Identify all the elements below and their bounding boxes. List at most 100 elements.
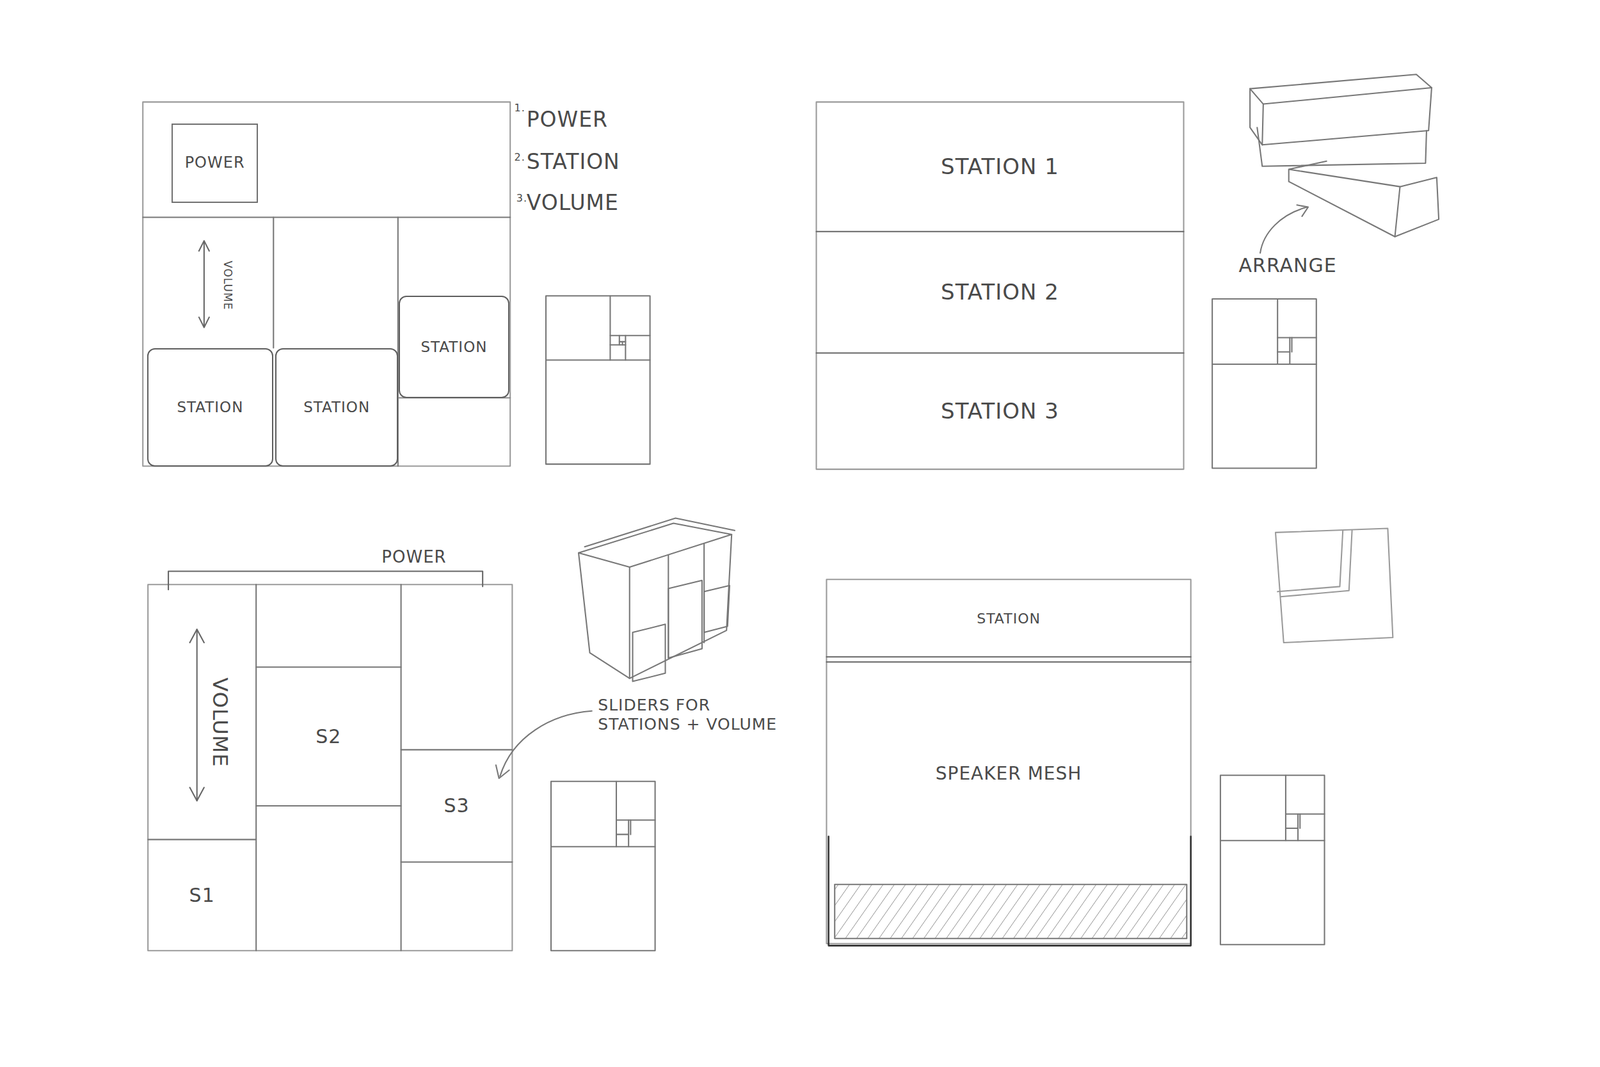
- layout-frame: [142, 101, 511, 466]
- golden-ratio-thumbnail: [551, 781, 656, 952]
- golden-ratio-thumbnail: [609, 334, 650, 336]
- golden-ratio-thumbnail: [1299, 814, 1301, 829]
- leader-arrow: [499, 711, 592, 777]
- node-label: S2: [315, 725, 342, 749]
- layout-frame: [401, 861, 513, 863]
- layout-frame: [142, 216, 511, 218]
- layout-frame: [816, 101, 1184, 470]
- layout-frame: [147, 584, 512, 951]
- corner-sketch: [1275, 528, 1393, 643]
- golden-ratio-thumbnail: [1212, 363, 1317, 365]
- volume-arrow: [203, 241, 205, 327]
- golden-ratio-thumbnail: [616, 819, 656, 821]
- note-text: SLIDERS FOR STATIONS + VOLUME: [597, 695, 790, 735]
- node-label: STATION: [303, 398, 370, 416]
- station-slider: S1: [147, 839, 256, 952]
- golden-ratio-thumbnail: [1277, 351, 1290, 353]
- power-bracket: [168, 570, 483, 590]
- stacked-blocks-sketch: [1395, 177, 1440, 237]
- cabinet-sketch: [668, 580, 703, 658]
- speaker-hatch: [834, 884, 1187, 939]
- golden-ratio-thumbnail: [1220, 839, 1325, 841]
- node-label: STATION: [421, 338, 488, 356]
- stacked-blocks-sketch: [1249, 88, 1263, 146]
- list-item: POWER: [526, 106, 608, 133]
- cabinet-sketch: [578, 534, 732, 679]
- golden-ratio-thumbnail: [609, 295, 611, 360]
- station-band: STATION 1: [816, 101, 1184, 232]
- list-number: 2.: [514, 151, 526, 164]
- golden-ratio-thumbnail: [545, 295, 1325, 951]
- stacked-blocks-sketch: [1296, 204, 1309, 217]
- layout-frame: [400, 584, 402, 951]
- sketch-art: [142, 74, 1439, 951]
- station-band: STATION 3: [816, 353, 1184, 470]
- station-slider: S2: [256, 667, 401, 807]
- golden-ratio-thumbnail: [545, 295, 651, 464]
- layout-frame: [147, 584, 512, 951]
- layout-frame: [256, 805, 401, 807]
- volume-arrow: [190, 629, 205, 801]
- stacked-blocks-sketch: [1260, 207, 1307, 254]
- speaker-hatch: [834, 884, 1187, 939]
- control-box: POWER: [171, 123, 259, 203]
- layout-frame: [828, 836, 1192, 946]
- power-bracket: [168, 570, 483, 590]
- layout-frame: [256, 666, 401, 668]
- volume-arrow: [196, 629, 198, 801]
- stacked-blocks-sketch: [1288, 161, 1401, 237]
- golden-ratio-thumbnail: [1276, 298, 1279, 365]
- bracket-label: POWER: [381, 547, 447, 568]
- volume-arrow: [199, 240, 210, 328]
- golden-ratio-thumbnail: [624, 335, 626, 360]
- corner-sketch: [1275, 528, 1393, 643]
- node-label: STATION: [976, 610, 1041, 627]
- volume-slider: VOLUME: [204, 617, 237, 827]
- golden-ratio-thumbnail: [1285, 813, 1325, 815]
- list-item: STATION: [526, 149, 621, 175]
- station-button: STATION: [275, 348, 398, 467]
- layout-frame: [816, 101, 1184, 470]
- stacked-blocks-sketch: [1249, 74, 1439, 253]
- layout-frame: [826, 656, 1191, 658]
- layout-frame: [147, 839, 256, 841]
- layout-frame: [826, 579, 1191, 946]
- golden-ratio-thumbnail: [627, 819, 630, 847]
- volume-arrow: [190, 629, 205, 801]
- node-label: POWER: [184, 154, 246, 173]
- golden-ratio-thumbnail: [622, 341, 624, 345]
- node-label: STATION 2: [940, 279, 1060, 305]
- corner-sketch: [1277, 530, 1343, 592]
- layout-frame: [401, 748, 513, 751]
- cabinet-sketch: [704, 585, 730, 633]
- golden-ratio-thumbnail: [1277, 336, 1317, 338]
- golden-ratio-thumbnail: [609, 344, 626, 346]
- station-button: STATION: [147, 348, 274, 467]
- leader-arrow: [496, 764, 510, 779]
- golden-ratio-thumbnail: [618, 335, 621, 345]
- stacked-blocks-sketch: [1249, 74, 1432, 104]
- station-slider: S3: [401, 750, 513, 863]
- cabinet-sketch: [578, 523, 732, 568]
- stacked-blocks-sketch: [1262, 87, 1432, 145]
- golden-ratio-thumbnail: [545, 359, 651, 361]
- golden-ratio-thumbnail: [1212, 298, 1317, 469]
- station-band: STATION 2: [816, 231, 1184, 354]
- layout-frame: [272, 216, 274, 348]
- cabinet-sketch: [632, 624, 666, 681]
- node-label: S1: [189, 884, 216, 907]
- golden-ratio-thumbnail: [1288, 337, 1291, 365]
- volume-zone: VOLUME: [211, 241, 244, 329]
- layout-frame: [255, 584, 257, 951]
- golden-ratio-thumbnail: [1297, 814, 1299, 841]
- corner-sketch: [1280, 530, 1353, 598]
- node-label: STATION: [176, 398, 244, 416]
- cabinet-sketch: [629, 567, 631, 679]
- note-text: ARRANGE: [1239, 254, 1337, 278]
- station-band: STATION: [826, 579, 1191, 658]
- station-button: STATION: [398, 295, 509, 398]
- golden-ratio-thumbnail: [1290, 337, 1293, 352]
- node-label: VOLUME: [208, 677, 233, 767]
